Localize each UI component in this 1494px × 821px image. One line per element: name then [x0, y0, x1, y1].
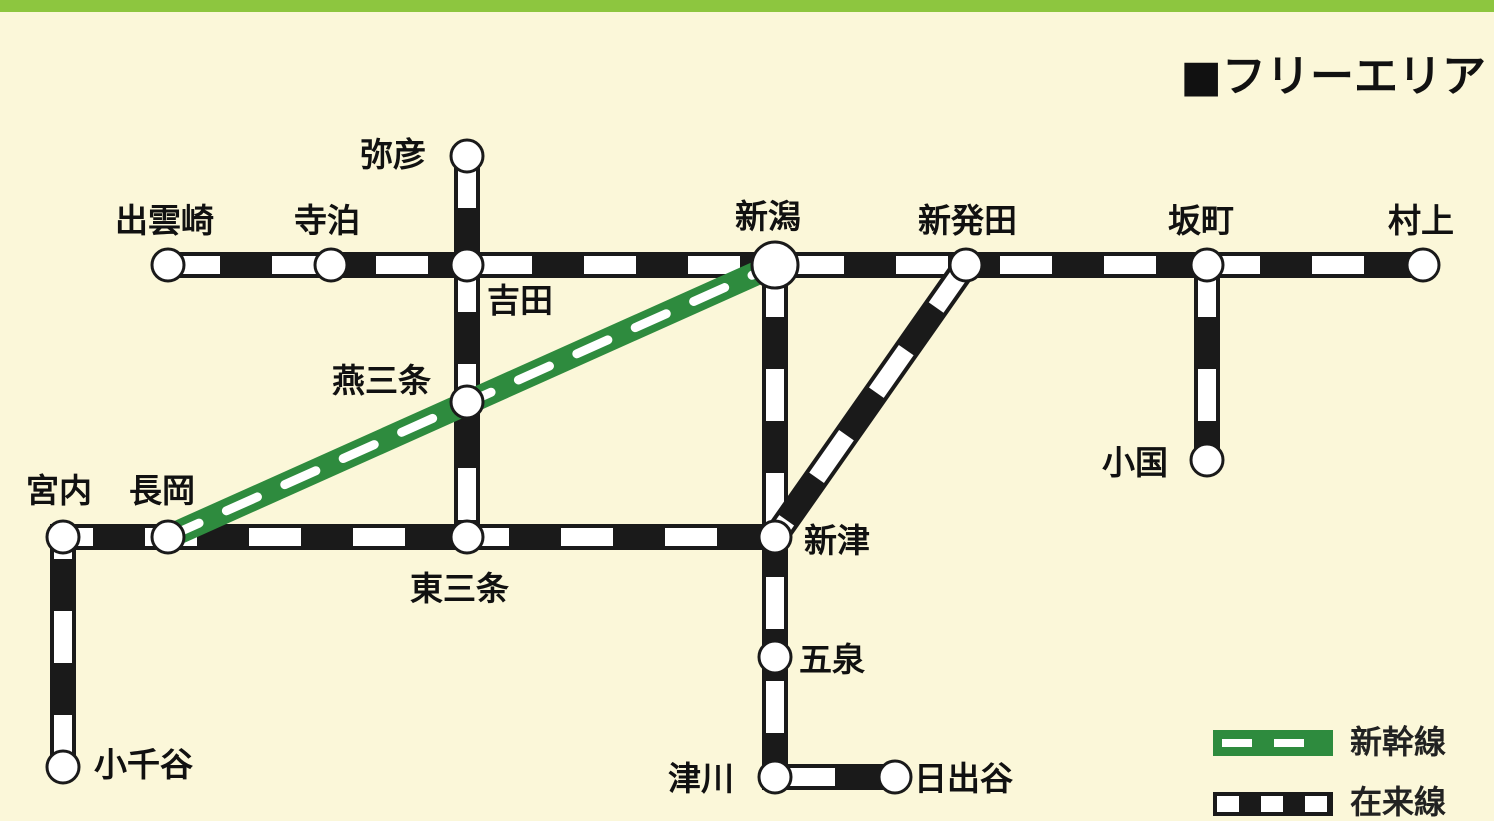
station-niigata	[750, 240, 800, 290]
station-label-sakamachi: 坂町	[1168, 201, 1234, 240]
station-yahiko	[449, 138, 485, 174]
station-label-yoshida: 吉田	[487, 281, 553, 320]
station-label-niitsu: 新津	[804, 521, 870, 560]
local-line-hakushin-outline	[764, 257, 977, 545]
station-niitsu	[757, 519, 793, 555]
station-tsubamesanjo	[449, 384, 485, 420]
station-label-shibata: 新発田	[918, 201, 1017, 240]
station-label-tsugawa: 津川	[668, 759, 734, 798]
legend-label-local: 在来線	[1350, 783, 1447, 821]
station-murakami	[1405, 247, 1441, 283]
station-teradomari	[313, 247, 349, 283]
station-nagaoka	[150, 519, 186, 555]
station-gosen	[757, 639, 793, 675]
station-shibata	[948, 247, 984, 283]
station-label-tsubamesanjo: 燕三条	[332, 361, 431, 400]
station-label-yahiko: 弥彦	[360, 135, 426, 174]
station-label-higashisanjo: 東三条	[410, 569, 509, 608]
local-line-banetsu-dashes	[766, 265, 895, 786]
station-ojiya	[45, 749, 81, 785]
header-rule	[0, 0, 1494, 12]
station-label-teradomari: 寺泊	[294, 201, 360, 240]
station-oguni	[1189, 442, 1225, 478]
station-izumozaki	[150, 247, 186, 283]
station-higashisanjo	[449, 519, 485, 555]
station-label-murakami: 村上	[1388, 201, 1454, 240]
station-tsugawa	[757, 759, 793, 795]
station-label-ojiya: 小千谷	[94, 745, 193, 784]
legend-label-shinkansen: 新幹線	[1350, 723, 1447, 761]
station-label-niigata: 新潟	[735, 197, 801, 236]
station-label-gosen: 五泉	[799, 640, 865, 679]
station-label-miyauchi: 宮内	[26, 471, 92, 510]
station-hidedani	[877, 759, 913, 795]
station-sakamachi	[1189, 247, 1225, 283]
station-label-izumozaki: 出雲崎	[115, 201, 214, 240]
station-yoshida	[449, 247, 485, 283]
station-label-nagaoka: 長岡	[129, 471, 195, 510]
map-title: ■フリーエリア	[1180, 51, 1486, 102]
station-label-hidedani: 日出谷	[914, 759, 1013, 798]
station-miyauchi	[45, 519, 81, 555]
station-label-oguni: 小国	[1102, 443, 1168, 482]
